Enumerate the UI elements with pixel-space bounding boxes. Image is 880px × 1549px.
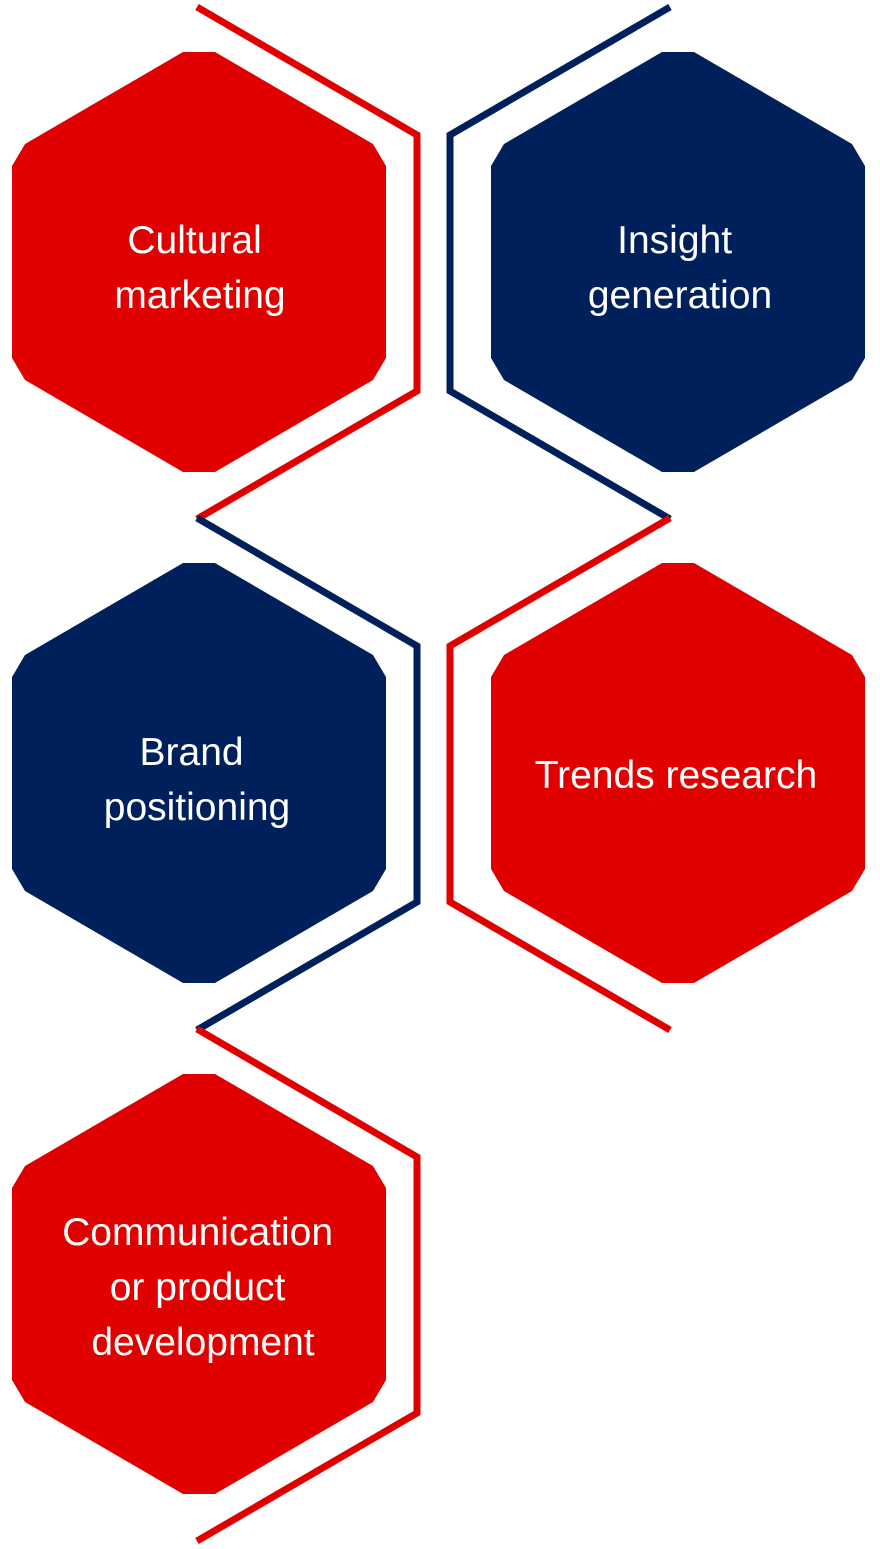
chevron-bracket <box>195 1025 421 1545</box>
label-line: development <box>91 1321 314 1364</box>
hexagon-insight-generation: Insight generation <box>446 3 865 523</box>
hexagon-cultural-marketing: Cultural marketing <box>12 3 421 523</box>
label-line: Insight <box>617 219 732 262</box>
chevron-bracket <box>446 514 672 1034</box>
label-line: Communication <box>62 1211 333 1254</box>
label-line: Trends research <box>535 754 818 797</box>
hexagon-label: Brand positioning <box>104 731 290 829</box>
hexagon-label: Insight generation <box>588 219 772 317</box>
hexagon-label: Cultural marketing <box>114 219 285 317</box>
hexagon-trends-research: Trends research <box>446 514 865 1034</box>
label-line: Brand <box>140 731 244 774</box>
chevron-bracket <box>195 3 421 523</box>
hexagon-communication-development: Communication or product development <box>12 1025 421 1545</box>
hexagon-shape <box>12 52 386 472</box>
hexagon-shape <box>491 563 865 983</box>
label-line: positioning <box>104 786 290 829</box>
label-line: generation <box>588 274 772 317</box>
hexagon-brand-positioning: Brand positioning <box>12 514 421 1034</box>
label-line: Cultural <box>127 219 261 262</box>
hexagon-shape <box>491 52 865 472</box>
label-line: marketing <box>114 274 285 317</box>
label-line: or product <box>110 1266 286 1309</box>
hexagon-shape <box>12 1074 386 1494</box>
hexagon-label: Trends research <box>535 754 818 797</box>
hexagon-label: Communication or product development <box>62 1211 344 1364</box>
chevron-bracket <box>195 514 421 1034</box>
chevron-bracket <box>446 3 672 523</box>
hexagon-shape <box>12 563 386 983</box>
